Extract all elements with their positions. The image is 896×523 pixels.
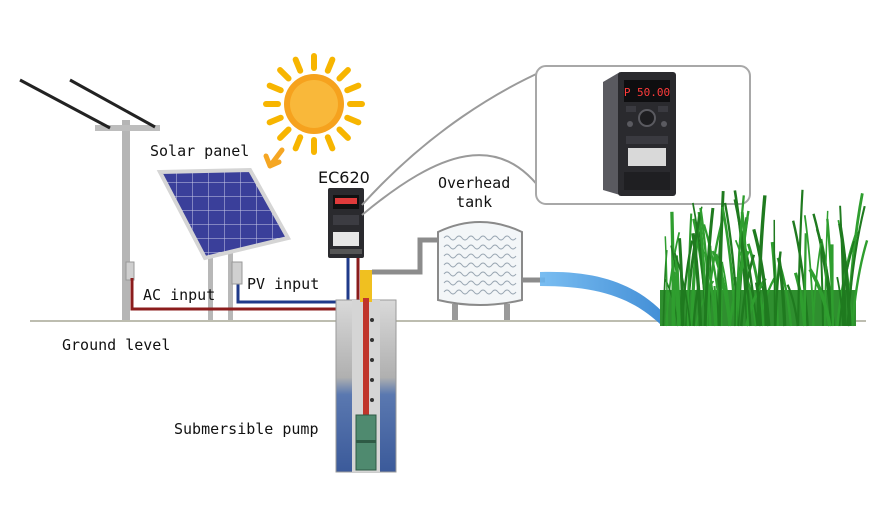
grass-blade <box>763 280 767 327</box>
sun-ray <box>344 114 362 126</box>
solar-panel-icon <box>156 167 292 320</box>
grass-blade <box>717 191 725 327</box>
pipe-joint <box>370 318 374 322</box>
grass-blade <box>791 220 809 327</box>
sun-icon <box>284 74 344 134</box>
tank-wave <box>443 289 517 295</box>
sun-ray <box>277 126 292 141</box>
grass-icon <box>660 189 869 327</box>
tank-wave <box>443 235 517 241</box>
label-ac-input: AC input <box>143 286 216 304</box>
pipe-joint <box>370 378 374 382</box>
submersible-pump-icon <box>335 270 397 473</box>
water-tank-icon <box>437 221 523 320</box>
tank-wave <box>443 271 517 277</box>
grass-blade <box>703 207 715 327</box>
label-solar-panel: Solar panel <box>150 142 250 160</box>
inverter-display-readout: P 50.00 <box>624 86 670 99</box>
grass-blade <box>836 276 844 327</box>
label-ground-level: Ground level <box>62 336 171 354</box>
grass-blade <box>838 223 852 327</box>
tank-wave <box>443 244 517 250</box>
pipe-joint <box>370 338 374 342</box>
sun-ray <box>336 126 351 141</box>
sun-ray <box>266 114 284 126</box>
label-overhead-tank-line2: tank <box>456 193 493 211</box>
callout-line-2 <box>361 154 546 216</box>
grass-blade <box>699 207 712 327</box>
power-pole-icon <box>19 78 160 320</box>
label-overhead-tank: Overhead tank <box>438 174 510 212</box>
ac-input-wire <box>130 250 360 311</box>
tank-waves <box>443 235 517 295</box>
grass-blade <box>734 276 737 327</box>
grass-blade <box>735 195 745 327</box>
grass-blade <box>808 268 832 327</box>
tank-wave <box>443 280 517 286</box>
sun-ray <box>266 82 284 94</box>
sun-ray <box>336 67 351 82</box>
sun-ray <box>324 134 336 152</box>
label-ec620: EC620 <box>318 168 370 187</box>
grass-blade <box>826 218 835 327</box>
pipe-joint <box>370 358 374 362</box>
pipe-joint <box>370 398 374 402</box>
grass-blade <box>752 228 771 327</box>
grass-blade <box>803 233 807 327</box>
tank-wave <box>443 253 517 259</box>
sun-ray <box>292 56 304 74</box>
grass-blade <box>770 241 779 327</box>
pipe-to-tank <box>372 237 440 275</box>
sun-ray <box>324 56 336 74</box>
pipe-joints <box>370 318 374 402</box>
grass-blade <box>812 242 822 327</box>
inverter-icon <box>328 188 364 258</box>
sunlight-arrow <box>263 147 285 169</box>
tank-wave <box>443 262 517 268</box>
grass-blade <box>664 236 669 327</box>
water-stream <box>540 271 670 324</box>
grass-blade <box>754 282 763 327</box>
grass-blade <box>786 284 799 327</box>
sun-ray <box>277 67 292 82</box>
grass-blade <box>713 285 718 327</box>
grass-blade <box>680 240 694 327</box>
inverter-zoom-callout: P 50.00 <box>535 65 751 205</box>
grass-blade <box>733 199 752 327</box>
sun-ray <box>292 134 304 152</box>
grass-blade <box>850 240 869 327</box>
sun-ray <box>344 82 362 94</box>
label-pv-input: PV input <box>247 275 320 293</box>
grass-blade <box>797 189 804 327</box>
grass-blade <box>812 213 833 327</box>
grass-blade <box>746 243 765 327</box>
grass-blade <box>839 205 845 327</box>
label-overhead-tank-line1: Overhead <box>438 174 511 192</box>
label-submersible-pump: Submersible pump <box>174 420 319 438</box>
grass-blade <box>774 251 782 327</box>
callout-line-1 <box>361 69 546 206</box>
grass-blade <box>704 222 723 327</box>
grass-blade <box>714 253 732 327</box>
sun-rays <box>263 53 365 155</box>
